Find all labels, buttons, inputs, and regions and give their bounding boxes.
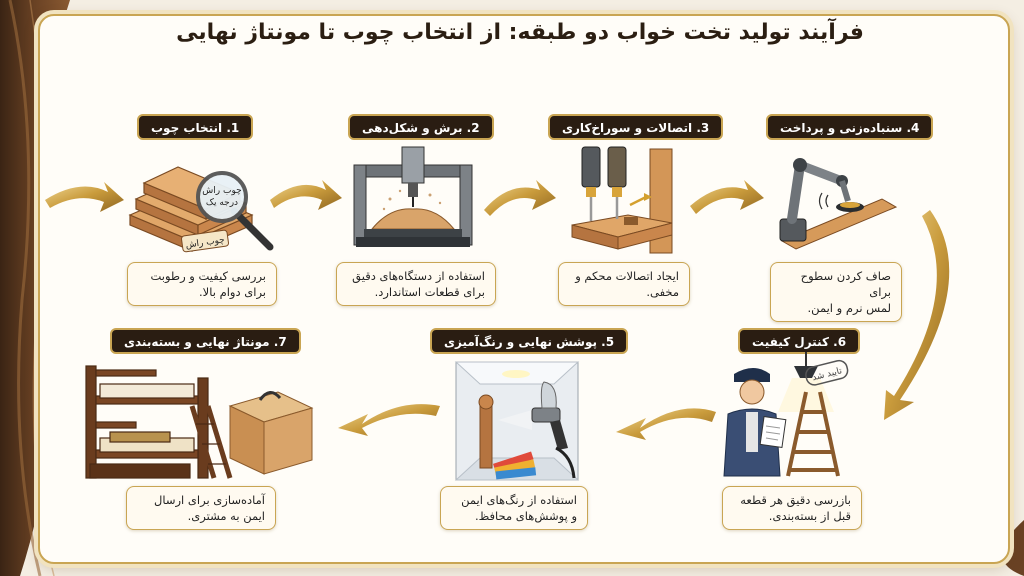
arrow-start-icon [45, 182, 124, 212]
step-6-label: 6. کنترل کیفیت [738, 328, 861, 354]
step-2-caption-line2: برای قطعات استاندارد. [374, 285, 485, 299]
step-1-caption-line2: برای دوام بالا. [199, 285, 266, 299]
arrow-6-5-icon [616, 408, 716, 440]
robot-arm-sanding-icon [779, 158, 898, 250]
step-3-label: 3. اتصالات و سوراخ‌کاری [548, 114, 724, 140]
step-1-caption: بررسی کیفیت و رطوبت برای دوام بالا. [127, 262, 277, 306]
step-7-caption: آماده‌سازی برای ارسال ایمن به مشتری. [126, 486, 276, 530]
step-5-label: 5. پوشش نهایی و رنگ‌آمیزی [430, 328, 629, 354]
arrow-3-4-icon [690, 180, 764, 214]
step-3-caption-line1: ایجاد اتصالات محکم و [575, 269, 679, 283]
step-5-caption-line2: و پوشش‌های محافظ. [474, 509, 577, 523]
page-title: فرآیند تولید تخت خواب دو طبقه: از انتخاب… [176, 20, 864, 45]
step-4-caption-line2: لمس نرم و ایمن. [807, 301, 891, 315]
step-6-caption-line1: بازرسی دقیق هر قطعه [740, 493, 851, 507]
cnc-machine-icon [353, 146, 473, 247]
arrow-5-7-icon [338, 404, 440, 436]
tag-beech-grade1-line2: درجه یک [206, 198, 238, 208]
step-7-caption-line1: آماده‌سازی برای ارسال [154, 493, 265, 507]
spray-painting-icon [454, 361, 580, 481]
step-2-label: 2. برش و شکل‌دهی [348, 114, 494, 140]
step-4-label: 4. سنباده‌زنی و پرداخت [766, 114, 934, 140]
arrow-4-6-icon [884, 210, 950, 420]
bunk-bed-box-icon [85, 365, 314, 479]
arrow-2-3-icon [484, 180, 556, 216]
step-5-caption: استفاده از رنگ‌های ایمن و پوشش‌های محافظ… [440, 486, 588, 530]
step-5-caption-line1: استفاده از رنگ‌های ایمن [461, 493, 577, 507]
step-4-caption-line1: صاف کردن سطوح برای [800, 269, 891, 299]
step-6-caption-line2: قبل از بسته‌بندی. [768, 509, 851, 523]
drill-joinery-icon [571, 146, 673, 254]
step-1-caption-line1: بررسی کیفیت و رطوبت [150, 269, 266, 283]
step-7-label: 7. مونتاژ نهایی و بسته‌بندی [110, 328, 301, 354]
step-3-caption: ایجاد اتصالات محکم و مخفی. [558, 262, 690, 306]
step-1-label: 1. انتخاب چوب [137, 114, 254, 140]
step-2-caption: استفاده از دستگاه‌های دقیق برای قطعات اس… [336, 262, 496, 306]
step-7-caption-line2: ایمن به مشتری. [187, 509, 265, 523]
step-3-caption-line2: مخفی. [646, 285, 679, 299]
step-6-caption: بازرسی دقیق هر قطعه قبل از بسته‌بندی. [722, 486, 862, 530]
quality-inspector-icon: تایید شد [723, 352, 849, 477]
tag-beech-grade1-line1: چوب راش [202, 186, 241, 196]
step-4-caption: صاف کردن سطوح برای لمس نرم و ایمن. [770, 262, 902, 322]
step-2-caption-line1: استفاده از دستگاه‌های دقیق [352, 269, 485, 283]
wood-planks-magnifier-icon: چوب راش درجه یک چوب راش [128, 166, 274, 253]
arrow-1-2-icon [270, 180, 342, 210]
